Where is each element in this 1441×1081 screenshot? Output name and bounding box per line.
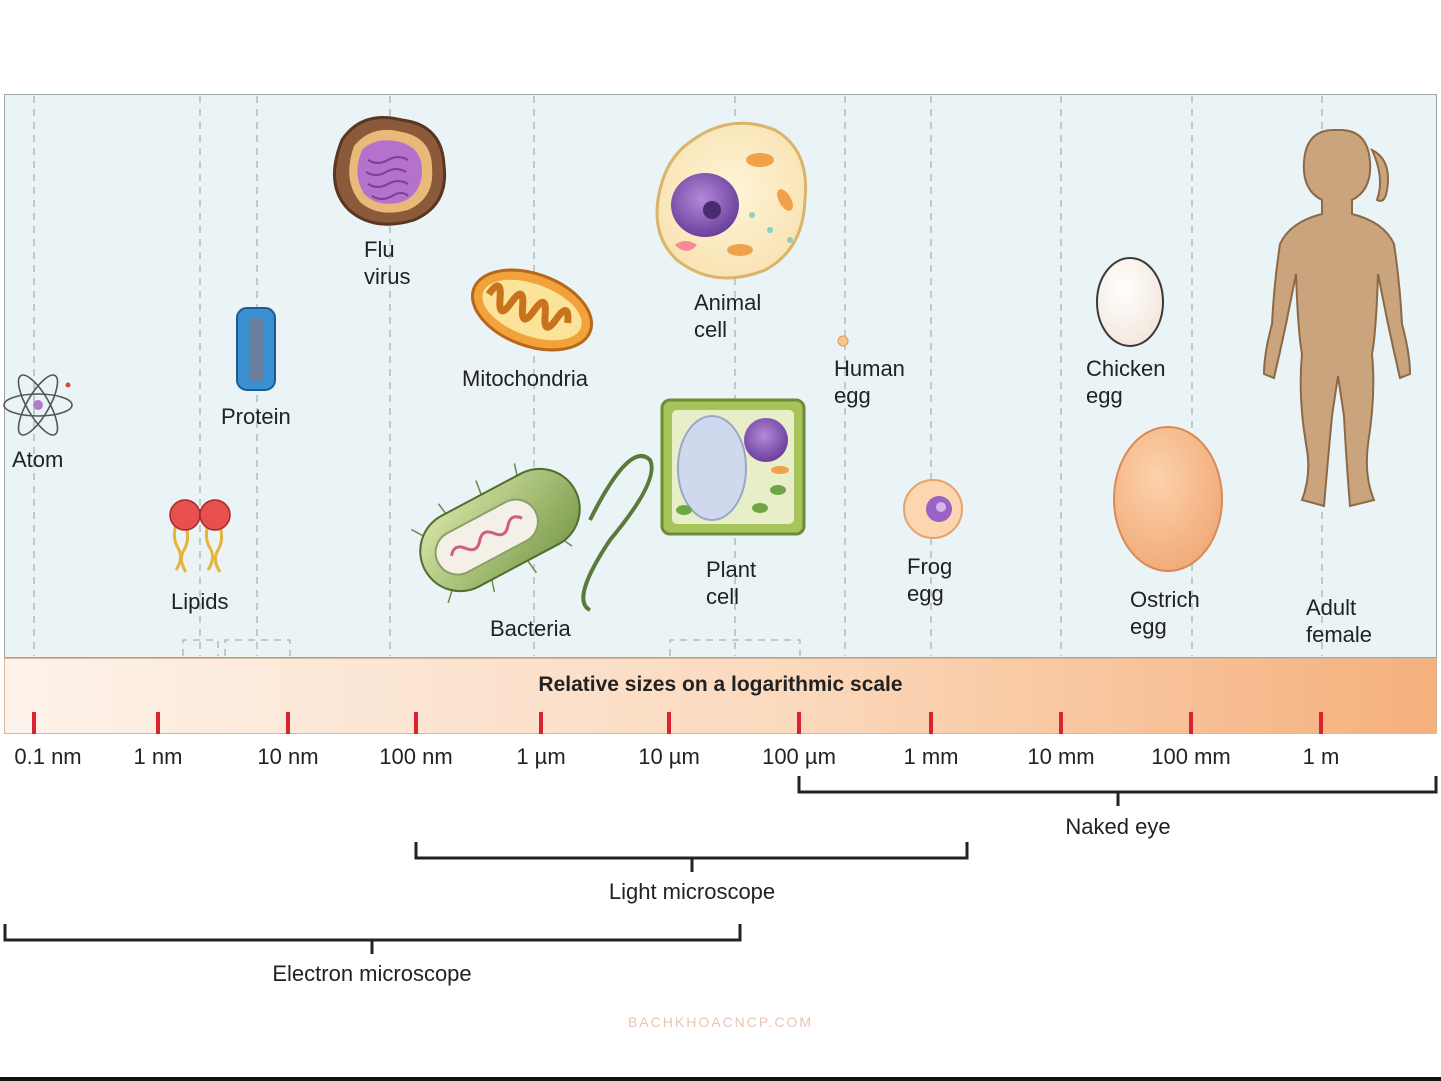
tick-label: 10 mm — [1027, 744, 1094, 770]
tick-label: 100 µm — [762, 744, 836, 770]
mitochondria-icon — [461, 255, 602, 365]
lipids-label: Lipids — [171, 588, 228, 615]
protein-label: Protein — [221, 403, 291, 430]
watermark: BACHKHOACNCP.COM — [0, 1014, 1441, 1030]
animal-cell-icon — [657, 123, 806, 278]
adult-female-icon — [1264, 130, 1410, 506]
chicken-egg-icon — [1097, 258, 1163, 346]
tick-label: 10 nm — [257, 744, 318, 770]
human-egg-icon — [838, 336, 848, 346]
tick-label: 0.1 nm — [14, 744, 81, 770]
light-microscope-label: Light microscope — [609, 879, 775, 905]
naked-eye-bracket — [799, 776, 1436, 806]
light-microscope-bracket — [416, 842, 967, 872]
lipids-icon — [170, 500, 230, 572]
flu-virus-label: Flu virus — [364, 236, 410, 290]
tick-label: 1 m — [1303, 744, 1340, 770]
range-brackets — [5, 776, 1436, 954]
tick-label: 1 µm — [516, 744, 565, 770]
bacteria-icon — [399, 442, 652, 619]
ostrich-egg-label: Ostrich egg — [1130, 586, 1200, 640]
tick-label: 100 mm — [1151, 744, 1230, 770]
protein-icon — [237, 308, 275, 390]
tick-label: 1 mm — [904, 744, 959, 770]
electron-microscope-bracket — [5, 924, 740, 954]
animal-cell-label: Animal cell — [694, 289, 761, 343]
electron-microscope-label: Electron microscope — [272, 961, 471, 987]
bottom-rule — [0, 1077, 1441, 1081]
atom-label: Atom — [12, 446, 63, 473]
scale-ticks — [34, 712, 1321, 734]
base-brackets — [183, 640, 800, 656]
human-egg-label: Human egg — [834, 355, 905, 409]
tick-label: 1 nm — [134, 744, 183, 770]
plant-cell-label: Plant cell — [706, 556, 756, 610]
adult-female-label: Adult female — [1306, 594, 1372, 648]
chicken-egg-label: Chicken egg — [1086, 355, 1165, 409]
bacteria-label: Bacteria — [490, 615, 571, 642]
plant-cell-icon — [662, 400, 804, 534]
tick-label: 10 µm — [638, 744, 700, 770]
ostrich-egg-icon — [1114, 427, 1222, 571]
mitochondria-label: Mitochondria — [462, 365, 588, 392]
naked-eye-label: Naked eye — [1065, 814, 1170, 840]
tick-label: 100 nm — [379, 744, 452, 770]
frog-egg-icon — [904, 480, 962, 538]
atom-icon — [4, 370, 72, 440]
flu-virus-icon — [334, 118, 444, 225]
frog-egg-label: Frog egg — [907, 553, 952, 607]
